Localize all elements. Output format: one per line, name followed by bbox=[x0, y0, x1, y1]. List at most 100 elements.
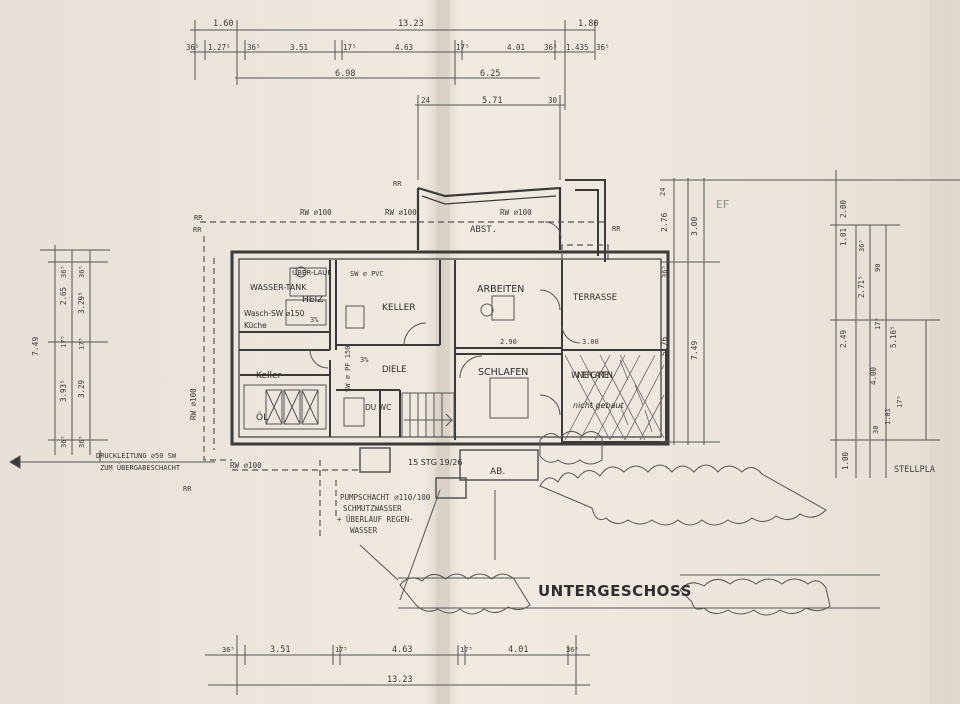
dim-g: 17⁵ bbox=[456, 43, 470, 52]
dim-fr-8: 2.49 bbox=[839, 330, 848, 348]
dim-l-6: 17⁵ bbox=[78, 337, 86, 350]
dim-l-4: 3.29⁵ bbox=[77, 291, 86, 314]
label-nicht-gebaut: nicht gebaut bbox=[573, 401, 624, 410]
dim-d: 3.51 bbox=[290, 43, 308, 52]
dim-l-3: 36⁵ bbox=[78, 265, 86, 278]
dim-r-2-76: 2.76 bbox=[660, 213, 669, 232]
stair bbox=[401, 392, 455, 438]
dim-fr-3: 36⁵ bbox=[858, 239, 866, 252]
label-du-wc: DU WC bbox=[365, 403, 391, 412]
bdim-total: 13.23 bbox=[387, 675, 413, 685]
dim-r-7-49: 7.49 bbox=[690, 341, 699, 360]
rw-label-d: RW ⌀100 bbox=[230, 461, 262, 470]
dim-l-9: 36⁵ bbox=[60, 435, 68, 448]
rw-label-c: RW ⌀100 bbox=[500, 208, 532, 217]
tank-equipment bbox=[285, 266, 529, 427]
front-structures bbox=[9, 447, 539, 499]
dim-top-1-80: 1.80 bbox=[578, 19, 598, 29]
label-schlafen: SCHLAFEN bbox=[478, 367, 528, 378]
bottom-dimension-chains bbox=[205, 635, 590, 695]
label-ueberlauf: ÜBER-LAUF bbox=[292, 268, 331, 277]
label-keller-1: KELLER bbox=[382, 303, 416, 313]
schmutzwasser-label: SCHMUTZWASSER bbox=[343, 504, 402, 513]
dim-i: 36⁵ bbox=[544, 43, 558, 52]
bdim-3: 17⁵ bbox=[335, 646, 348, 654]
dim-a: 36⁵ bbox=[186, 43, 200, 52]
label-abst: ABST. bbox=[470, 225, 497, 235]
label-stellplatz: STELLPLA bbox=[894, 465, 935, 475]
rr-left-top: RR bbox=[193, 226, 202, 234]
oil-tanks bbox=[243, 384, 327, 430]
dim-l-7-49: 7.49 bbox=[31, 337, 40, 356]
dim-l-7: 3.93⁵ bbox=[59, 379, 68, 402]
dim-c: 36⁵ bbox=[247, 43, 261, 52]
dim-top-13-23: 13.23 bbox=[398, 19, 424, 29]
label-keller-2: Keller bbox=[256, 371, 282, 381]
rr-bottom: RR bbox=[183, 485, 192, 493]
rw-left-label-group: RW ⌀100 bbox=[189, 388, 198, 420]
drain-lines bbox=[319, 460, 337, 540]
dim-30: 30 bbox=[548, 96, 558, 105]
label-heiz: HEIZ bbox=[302, 295, 323, 305]
dim-fr-12: 30 bbox=[872, 426, 880, 434]
rw-label-b: RW ⌀100 bbox=[385, 208, 417, 217]
dim-fr-13: 1.00 bbox=[841, 451, 850, 470]
dim-b: 1.27⁵ bbox=[208, 43, 231, 52]
bdim-7: 36⁵ bbox=[566, 646, 579, 654]
page-fold bbox=[436, 0, 450, 704]
dim-l-10: 36⁵ bbox=[78, 435, 86, 448]
label-wassertank: WASSER-TANK bbox=[250, 283, 307, 292]
shrub-marks bbox=[619, 359, 653, 433]
dim-j: 1.435 bbox=[566, 43, 589, 52]
sw-pf-label: SW ⌀ PF 150 bbox=[344, 346, 352, 392]
ueberlauf-regen-label: + ÜBERLAUF REGEN- bbox=[337, 515, 414, 524]
ef-mark: EF bbox=[716, 198, 729, 211]
right-dimension-chains bbox=[660, 170, 960, 478]
druckleitung-label: DRUCKLEITUNG ⌀50 SW bbox=[96, 452, 177, 460]
slope-2: 3% bbox=[310, 316, 319, 324]
dim-fr-6: 17⁵ bbox=[874, 317, 882, 330]
label-wintergarten: WINTER GARTEN bbox=[571, 371, 613, 381]
dim-r-5-76: 5.76 bbox=[660, 337, 669, 356]
bdim-4: 4.63 bbox=[392, 645, 412, 655]
dim-r-24: 24 bbox=[659, 188, 667, 196]
label-diele: DIELE bbox=[382, 365, 407, 375]
winter-garden bbox=[561, 349, 667, 443]
left-dimension-chains bbox=[40, 245, 110, 455]
label-ab: AB. bbox=[490, 467, 505, 477]
label-kueche: Küche bbox=[244, 321, 267, 330]
dim-l-5: 17⁵ bbox=[60, 335, 68, 348]
label-terrasse: TERRASSE bbox=[572, 293, 617, 303]
rr-right: RR bbox=[612, 225, 621, 233]
dim-6-25: 6.25 bbox=[480, 69, 500, 79]
label-treppe: 15 STG 19/26 bbox=[408, 458, 462, 467]
dim-6-98: 6.98 bbox=[335, 69, 355, 79]
slope-1: 3% bbox=[360, 356, 369, 364]
label-oel: ÖL bbox=[256, 412, 268, 423]
rr-top-left: RR bbox=[393, 180, 402, 188]
bdim-1: 36⁵ bbox=[222, 646, 235, 654]
dim-3-00: 3.00 bbox=[582, 338, 599, 346]
rw-label-a: RW ⌀100 bbox=[300, 208, 332, 217]
dim-fr-10: 1.01 bbox=[884, 408, 892, 425]
dim-l-1: 36⁵ bbox=[60, 265, 68, 278]
rr-left: RR bbox=[194, 214, 203, 222]
top-dimension-chains bbox=[190, 20, 596, 180]
rainwater-line-left bbox=[203, 236, 232, 461]
plan-title: UNTERGESCHOSS bbox=[538, 582, 692, 600]
dim-fr-9: 4.00 bbox=[869, 366, 878, 385]
dim-5-71: 5.71 bbox=[482, 96, 502, 106]
label-wasch: Wasch-SW ⌀150 bbox=[244, 309, 305, 318]
dim-fr-5: 2.71⁵ bbox=[857, 275, 866, 298]
dim-l-2: 2.65 bbox=[59, 287, 68, 305]
hedge-shrubs bbox=[399, 431, 831, 616]
rw-label-left: RW ⌀100 bbox=[189, 388, 198, 420]
dim-fr-1: 2.00 bbox=[839, 199, 848, 218]
dim-r-3-00: 3.00 bbox=[690, 217, 699, 236]
dim-24: 24 bbox=[421, 96, 431, 105]
wasser-label: WASSER bbox=[350, 526, 378, 535]
dim-e: 17⁵ bbox=[343, 43, 357, 52]
dim-fr-7: 5.16⁵ bbox=[889, 325, 898, 348]
